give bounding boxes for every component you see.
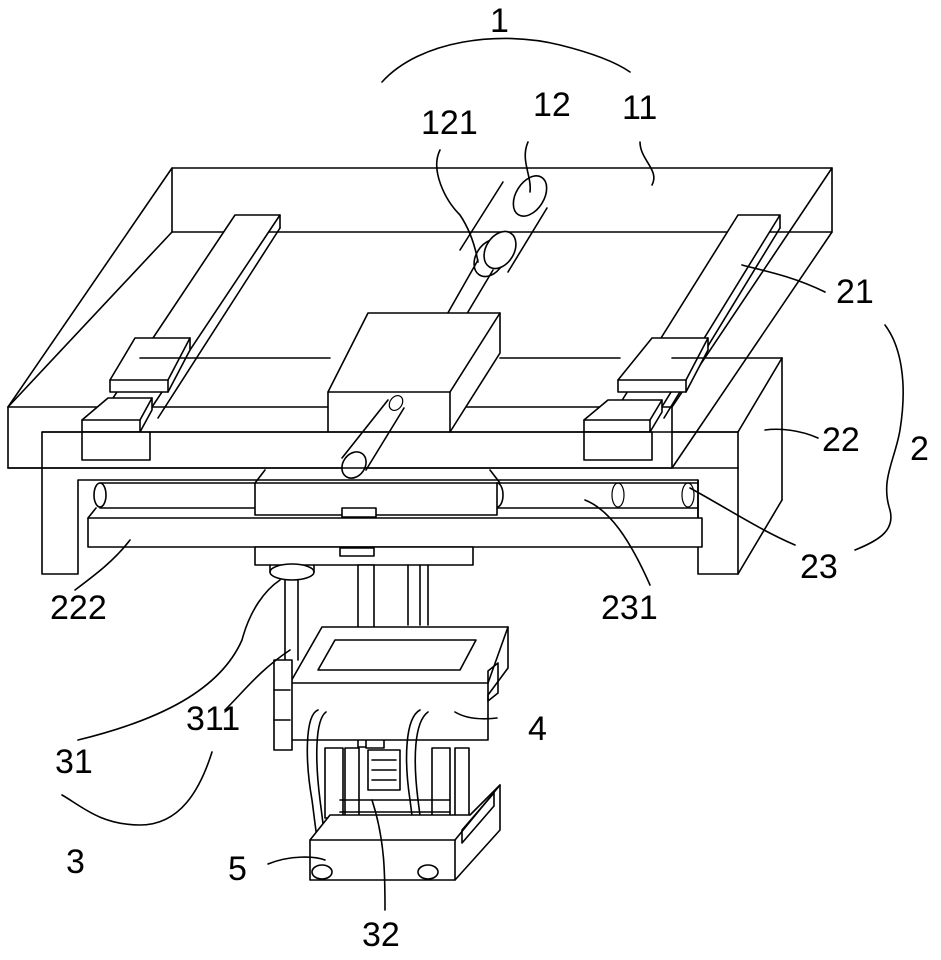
label-1: 1 xyxy=(490,2,509,40)
label-5: 5 xyxy=(228,850,247,888)
left-slide-rail xyxy=(82,215,280,460)
label-32: 32 xyxy=(362,916,400,954)
label-22: 22 xyxy=(822,421,860,459)
lead-screw xyxy=(94,470,698,517)
label-311: 311 xyxy=(186,700,240,738)
label-23: 23 xyxy=(800,548,838,586)
guide-bar xyxy=(88,508,702,565)
label-222: 222 xyxy=(50,589,107,627)
label-31: 31 xyxy=(55,743,93,781)
label-11: 11 xyxy=(622,89,657,127)
center-slider-block xyxy=(328,313,500,483)
label-12: 12 xyxy=(533,86,571,124)
right-slide-rail xyxy=(584,215,780,460)
label-4: 4 xyxy=(528,710,547,748)
label-121: 121 xyxy=(421,104,478,142)
leader-lines xyxy=(62,38,903,910)
lifting-assembly xyxy=(270,564,508,880)
label-3: 3 xyxy=(66,843,85,881)
label-2: 2 xyxy=(910,430,929,468)
label-231: 231 xyxy=(601,589,658,627)
label-21: 21 xyxy=(836,273,874,311)
cylinder xyxy=(445,170,554,322)
